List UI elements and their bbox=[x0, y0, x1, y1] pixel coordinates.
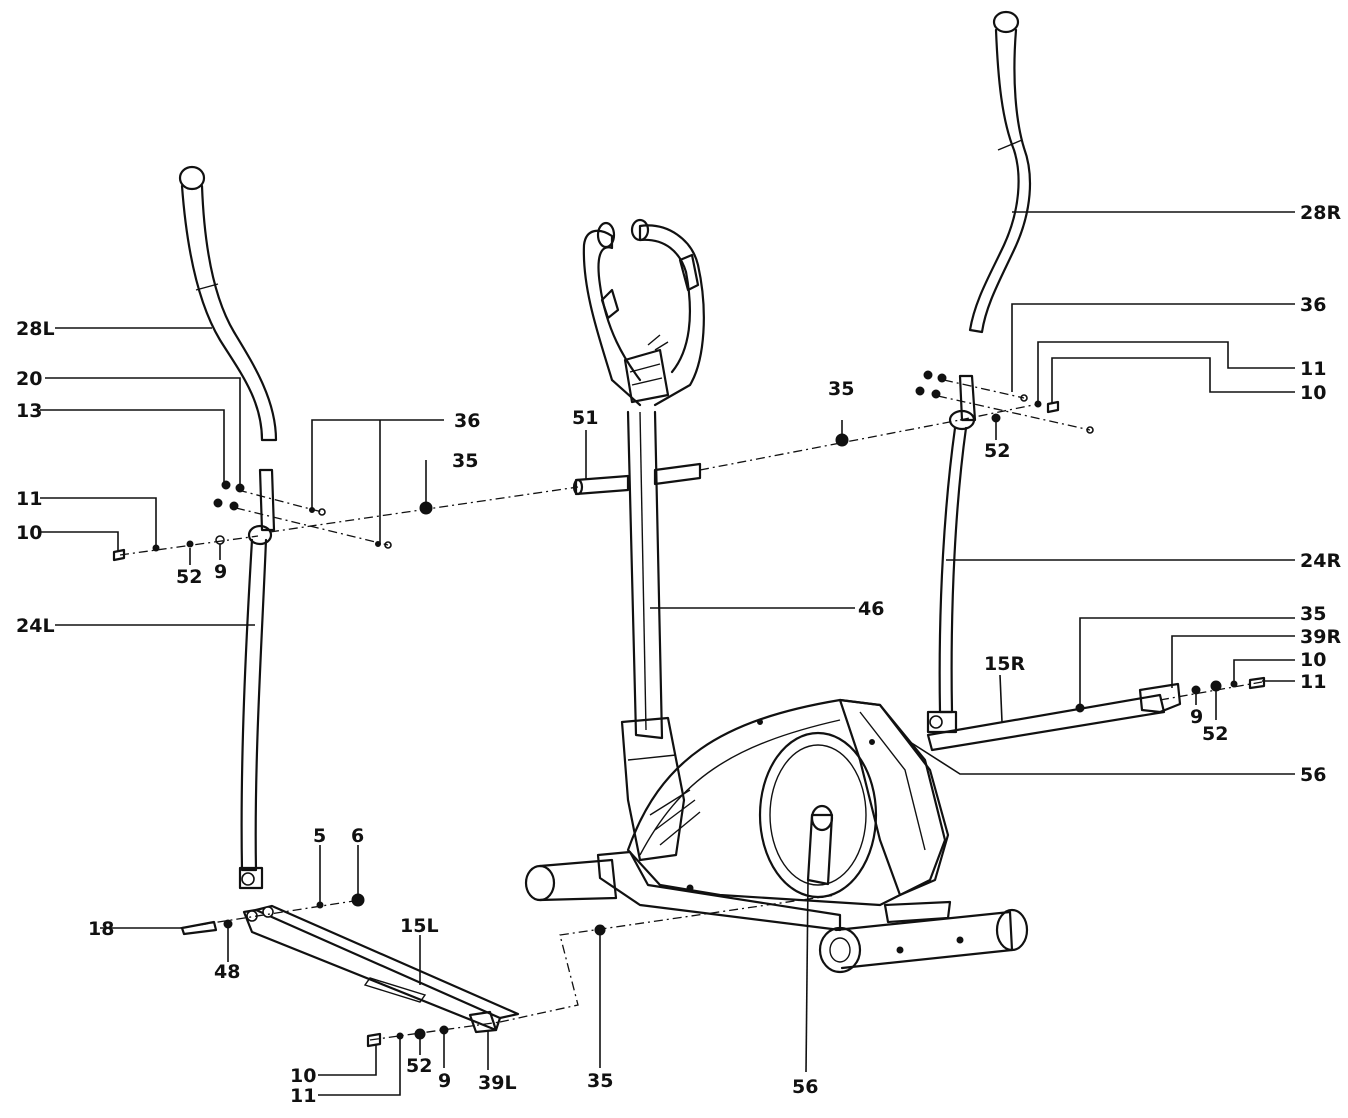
callout-10-bottom: 10 bbox=[290, 1065, 316, 1087]
callout-13: 13 bbox=[16, 400, 42, 422]
callout-28L: 28L bbox=[16, 318, 55, 340]
callout-labels: 28R 36 11 10 35 52 24R 51 46 35 28L 20 1… bbox=[16, 202, 1341, 1107]
callout-39R: 39R bbox=[1300, 626, 1341, 648]
callout-20: 20 bbox=[16, 368, 42, 390]
main-frame-base bbox=[524, 698, 1029, 974]
callout-36-right: 36 bbox=[1300, 294, 1326, 316]
callout-11-bottom: 11 bbox=[290, 1085, 316, 1107]
callout-18: 18 bbox=[88, 918, 114, 940]
callout-35-top: 35 bbox=[828, 378, 854, 400]
assembly-axes bbox=[119, 379, 1263, 1041]
callout-15L: 15L bbox=[400, 915, 439, 937]
callout-52-bottom: 52 bbox=[406, 1055, 432, 1077]
callout-51: 51 bbox=[572, 407, 598, 429]
callout-10-right: 10 bbox=[1300, 382, 1326, 404]
callout-35-right: 35 bbox=[1300, 603, 1326, 625]
callout-5: 5 bbox=[313, 825, 326, 847]
callout-39L: 39L bbox=[478, 1072, 517, 1094]
callout-52-left: 52 bbox=[176, 566, 202, 588]
callout-52-right: 52 bbox=[984, 440, 1010, 462]
callout-11-far-right: 11 bbox=[1300, 671, 1326, 693]
callout-24L: 24L bbox=[16, 615, 55, 637]
callout-6: 6 bbox=[351, 825, 364, 847]
callout-11-left: 11 bbox=[16, 488, 42, 510]
callout-11-right: 11 bbox=[1300, 358, 1326, 380]
left-handle-arm bbox=[178, 165, 278, 890]
right-pedal-arm bbox=[926, 676, 1266, 752]
callout-56-right: 56 bbox=[1300, 764, 1326, 786]
callout-36-left: 36 bbox=[454, 410, 480, 432]
right-handle-arm bbox=[926, 10, 1032, 734]
callout-28R: 28R bbox=[1300, 202, 1341, 224]
callout-9-right: 9 bbox=[1190, 706, 1203, 728]
callout-35-bottom: 35 bbox=[587, 1070, 613, 1092]
callout-46: 46 bbox=[858, 598, 884, 620]
callout-10-left: 10 bbox=[16, 522, 42, 544]
callout-9-bottom: 9 bbox=[438, 1070, 451, 1092]
callout-10-far-right: 10 bbox=[1300, 649, 1326, 671]
leader-lines bbox=[40, 211, 1295, 1096]
callout-9-left: 9 bbox=[214, 561, 227, 583]
callout-52-far-right: 52 bbox=[1202, 723, 1228, 745]
callout-48: 48 bbox=[214, 961, 240, 983]
callout-35-center: 35 bbox=[452, 450, 478, 472]
callout-56-bottom: 56 bbox=[792, 1076, 818, 1098]
upright-post-46 bbox=[572, 218, 705, 862]
callout-15R: 15R bbox=[984, 653, 1025, 675]
callout-24R: 24R bbox=[1300, 550, 1341, 572]
